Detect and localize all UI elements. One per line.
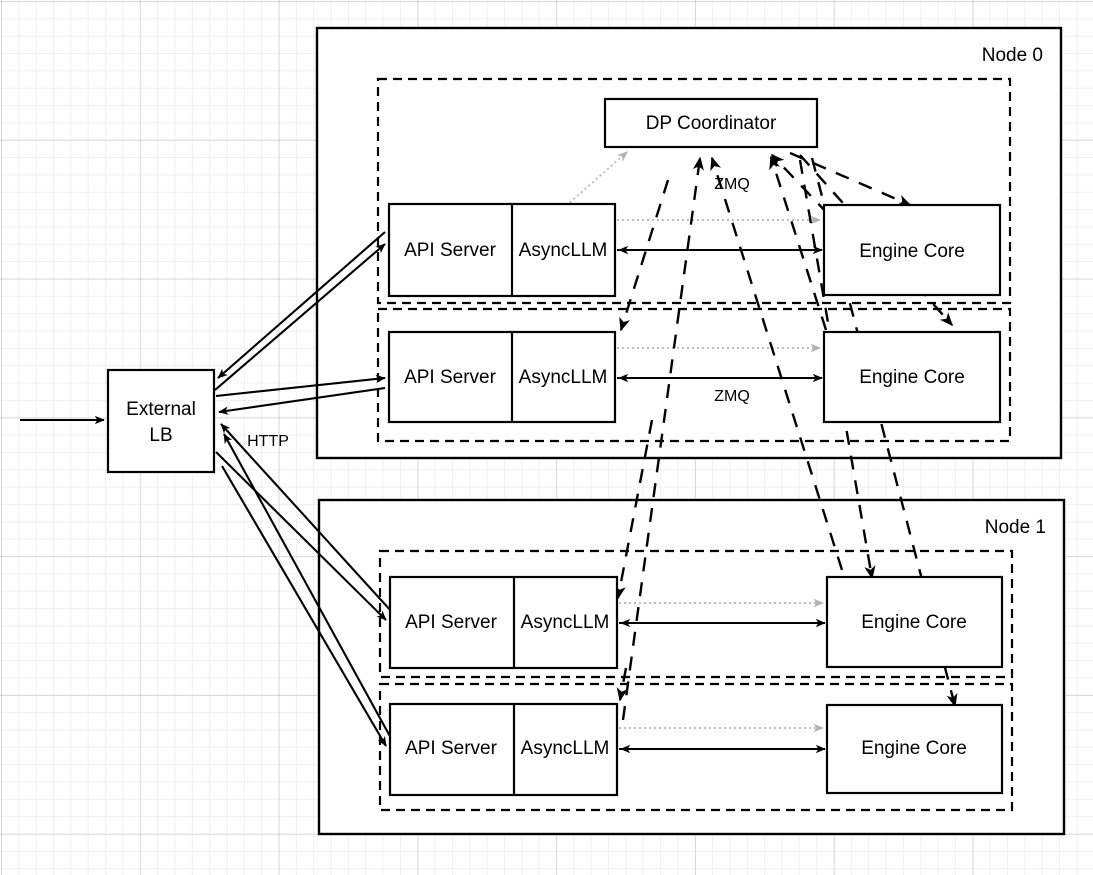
n1r1-asyncllm-label: AsyncLLM bbox=[521, 738, 610, 759]
n1r1-api-server-label: API Server bbox=[405, 738, 498, 759]
edge-n0r0-api-to-lb bbox=[217, 231, 386, 379]
n0r1-asyncllm-label: AsyncLLM bbox=[519, 367, 608, 388]
edge-coordinator-to-n0r1-core bbox=[799, 154, 953, 327]
n0r1-zmq-label: ZMQ bbox=[714, 388, 750, 405]
node-0-rank-0-group bbox=[376, 77, 1012, 305]
n0r0-api-server-box[interactable] bbox=[387, 202, 617, 298]
edge-n1r0-core-to-coordinator bbox=[710, 156, 844, 571]
n1r0-engine-core-box[interactable] bbox=[825, 575, 1004, 669]
n0r0-asyncllm-label: AsyncLLM bbox=[519, 240, 608, 261]
edge-n0r1-api-to-lb bbox=[218, 386, 386, 415]
n0r1-engine-core-box[interactable] bbox=[822, 330, 1002, 424]
external-lb-label-line1: External bbox=[126, 399, 196, 420]
n1r1-engine-core-box[interactable] bbox=[825, 703, 1004, 795]
n0r0-engine-core-box[interactable] bbox=[822, 203, 1002, 297]
edge-n0r0-asyncllm-to-coordinator-dotted bbox=[565, 151, 628, 207]
n0r1-engine-core-label: Engine Core bbox=[859, 367, 965, 388]
edge-n1r1-api-to-lb bbox=[223, 433, 393, 741]
edge-n1r0-api-to-lb bbox=[220, 423, 393, 613]
edge-coordinator-to-n1r0-asyncllm bbox=[614, 419, 654, 600]
n0r0-api-server-label: API Server bbox=[404, 240, 497, 261]
http-label: HTTP bbox=[247, 433, 289, 450]
edge-coordinator-to-n0r0-core bbox=[789, 151, 912, 207]
n1r1-engine-core-label: Engine Core bbox=[861, 738, 967, 759]
dp-coordinator-box[interactable] bbox=[603, 97, 819, 149]
n1r0-api-server-label: API Server bbox=[405, 612, 498, 633]
node-1-label: Node 1 bbox=[985, 517, 1046, 538]
n0r0-engine-core-label: Engine Core bbox=[859, 241, 965, 262]
edge-n0r1-core-to-coordinator bbox=[769, 155, 828, 331]
edge-coordinator-to-n0r1-asyncllm bbox=[619, 179, 670, 332]
edge-lb-to-n0r0-api bbox=[214, 243, 386, 391]
dp-coordinator-label: DP Coordinator bbox=[646, 113, 777, 134]
n0r1-api-server-label: API Server bbox=[404, 367, 497, 388]
node-1-rank-1-group bbox=[378, 682, 1014, 812]
edge-coordinator-to-n1r1-asyncllm bbox=[616, 667, 628, 702]
node-1-rank-0-group bbox=[378, 549, 1014, 679]
n1r0-api-server-box[interactable] bbox=[388, 575, 619, 670]
n1r0-asyncllm-label: AsyncLLM bbox=[521, 612, 610, 633]
edge-lb-to-n1r0-api bbox=[215, 451, 387, 621]
n1r1-api-server-box[interactable] bbox=[388, 702, 619, 797]
edge-lb-to-n1r1-api bbox=[221, 465, 387, 747]
node-0-label: Node 0 bbox=[982, 45, 1043, 66]
edge-lb-to-n0r1-api bbox=[215, 374, 386, 398]
n1r0-engine-core-label: Engine Core bbox=[861, 612, 967, 633]
external-lb-label-line2: LB bbox=[149, 425, 172, 446]
n0r0-zmq-label: ZMQ bbox=[714, 176, 750, 193]
edge-n1r1-core-to-coordinator bbox=[621, 156, 704, 721]
edge-n0r0-core-to-coordinator bbox=[770, 153, 829, 215]
external-lb-box[interactable] bbox=[106, 368, 216, 474]
n0r1-api-server-box[interactable] bbox=[387, 330, 617, 424]
edge-coordinator-to-n1r1-core bbox=[810, 157, 958, 708]
